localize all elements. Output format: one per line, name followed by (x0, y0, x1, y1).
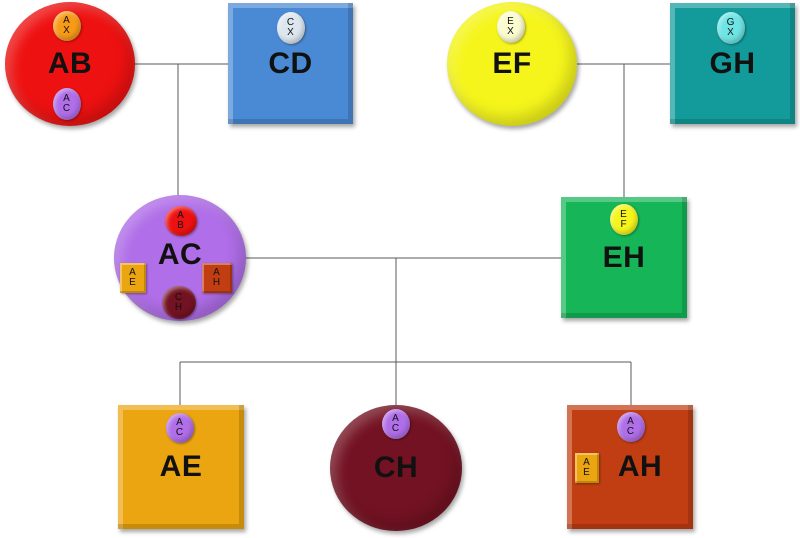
node-eh-label: EH (602, 240, 646, 274)
node-ae-label: AE (159, 450, 203, 483)
node-cd-label: CD (268, 46, 313, 80)
node-ah-label: AH (617, 450, 663, 483)
node-gh-label: GH (709, 46, 756, 80)
node-ab-label: AB (47, 47, 93, 80)
node-ef-label: EF (492, 47, 532, 80)
node-ch-label: CH (373, 451, 419, 484)
node-ac-label: AC (157, 238, 203, 271)
